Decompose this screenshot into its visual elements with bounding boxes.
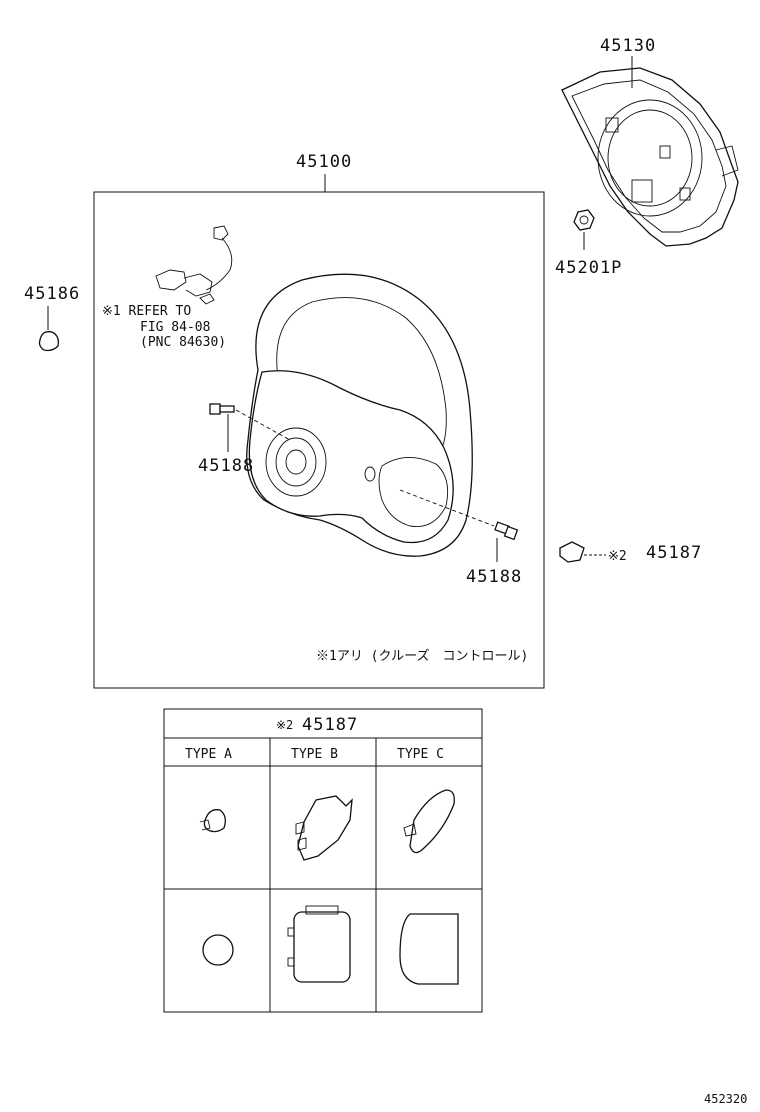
part-label-45201p: 45201P (555, 258, 622, 278)
type-a-front-view (202, 934, 234, 966)
type-b-side-view (295, 795, 353, 861)
nut-45201p[interactable] (573, 209, 595, 231)
refer-note-line2: FIG 84-08 (140, 320, 210, 335)
table-header-type-a: TYPE A (185, 747, 232, 762)
cruise-control-switch[interactable] (155, 225, 233, 305)
type-table-45187 (163, 708, 483, 1013)
table-header-type-c: TYPE C (397, 747, 444, 762)
table-mark: ※2 (276, 718, 293, 732)
part-label-45188-bottom: 45188 (466, 567, 522, 587)
callout-2: ※2 (608, 549, 627, 564)
part-label-45187: 45187 (646, 543, 702, 563)
cap-45186[interactable] (38, 331, 60, 352)
part-label-45130: 45130 (600, 36, 656, 56)
type-a-side-view (199, 809, 226, 833)
airbag-pad-45130[interactable] (561, 67, 739, 247)
part-label-45188-top: 45188 (198, 456, 254, 476)
type-b-front-view (287, 905, 351, 983)
table-header-type-b: TYPE B (291, 747, 338, 762)
screw-45188-top[interactable] (209, 403, 235, 415)
screw-45188-bottom[interactable] (494, 521, 519, 541)
type-c-side-view (403, 789, 455, 854)
refer-note-line1: ※1 REFER TO (102, 304, 191, 319)
diagram-number: 452320 (704, 1092, 747, 1106)
part-label-45100: 45100 (296, 152, 352, 172)
type-c-front-view (399, 913, 459, 985)
assembly-frame-45100 (93, 191, 545, 689)
refer-note-line3: (PNC 84630) (140, 335, 226, 350)
cruise-control-note: ※1アリ (クルーズ コントロール) (316, 648, 528, 664)
table-part-number: 45187 (302, 715, 358, 735)
cover-45187[interactable] (559, 541, 585, 563)
steering-wheel-45100[interactable] (246, 273, 473, 557)
part-label-45186: 45186 (24, 284, 80, 304)
